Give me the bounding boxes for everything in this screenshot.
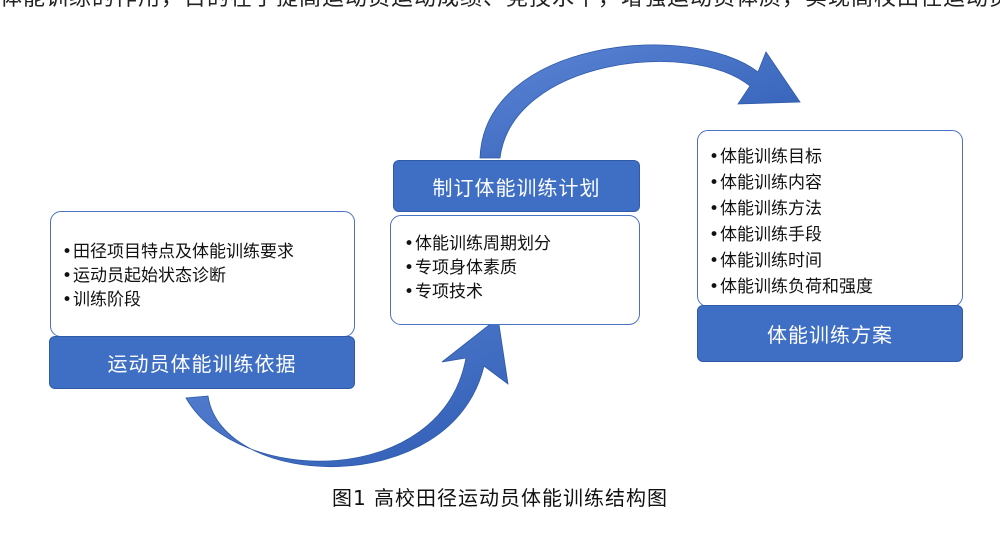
basis-label: 运动员体能训练依据 [49, 336, 355, 389]
scheme-box: 体能训练目标 体能训练内容 体能训练方法 体能训练手段 体能训练时间 体能训练负… [697, 130, 963, 307]
list-item: 专项技术 [404, 280, 639, 304]
list-item: 训练阶段 [62, 288, 354, 312]
list-item: 运动员起始状态诊断 [62, 264, 354, 288]
cropped-text-line: 体能训练的作用，目的在于提高运动员运动成绩、竞技水平，增强运动员体质，实现高校田… [0, 0, 1000, 12]
cropped-text: 体能训练的作用，目的在于提高运动员运动成绩、竞技水平，增强运动员体质，实现高校田… [0, 0, 1000, 11]
scheme-list: 体能训练目标 体能训练内容 体能训练方法 体能训练手段 体能训练时间 体能训练负… [698, 131, 962, 300]
plan-list: 体能训练周期划分 专项身体素质 专项技术 [391, 216, 639, 304]
figure-caption: 图1 高校田径运动员体能训练结构图 [331, 486, 669, 510]
scheme-label: 体能训练方案 [697, 305, 963, 362]
list-item: 专项身体素质 [404, 256, 639, 280]
list-item: 体能训练周期划分 [404, 232, 639, 256]
arrow-plan-to-scheme [479, 44, 801, 159]
list-item: 体能训练时间 [709, 248, 962, 274]
list-item: 田径项目特点及体能训练要求 [62, 240, 354, 264]
list-item: 体能训练手段 [709, 222, 962, 248]
basis-box: 田径项目特点及体能训练要求 运动员起始状态诊断 训练阶段 [50, 211, 355, 337]
arrow-basis-to-plan [185, 317, 509, 467]
list-item: 体能训练负荷和强度 [709, 274, 962, 300]
list-item: 体能训练目标 [709, 144, 962, 170]
plan-box: 体能训练周期划分 专项身体素质 专项技术 [390, 215, 640, 325]
basis-list: 田径项目特点及体能训练要求 运动员起始状态诊断 训练阶段 [51, 212, 354, 312]
list-item: 体能训练方法 [709, 196, 962, 222]
plan-label: 制订体能训练计划 [393, 160, 640, 212]
list-item: 体能训练内容 [709, 170, 962, 196]
